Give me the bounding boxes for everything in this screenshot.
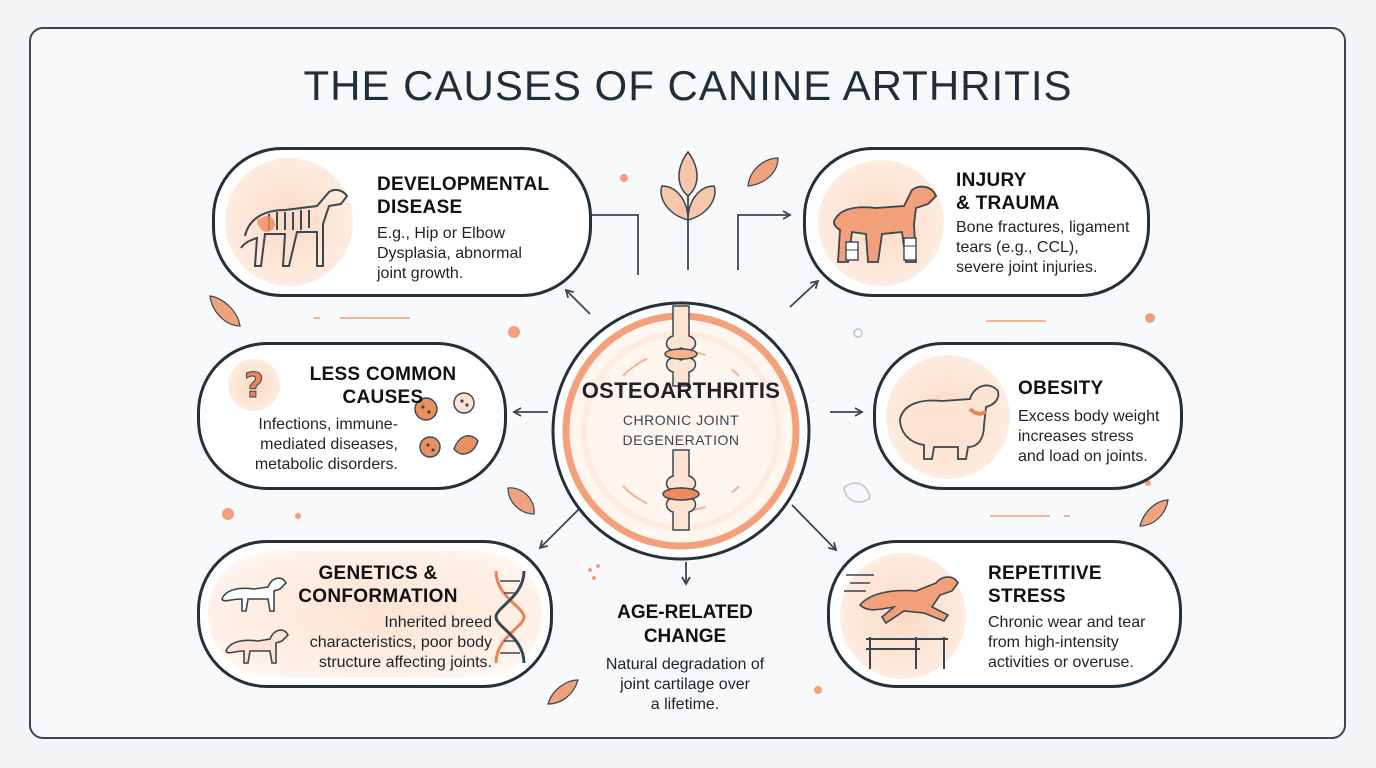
- obesity-description: Excess body weight increases stress and …: [1018, 407, 1159, 467]
- age-desc-line1: Natural degradation of: [605, 656, 765, 673]
- repetitive-title: REPETITIVE STRESS: [988, 562, 1102, 608]
- osteoarthritis-circle: [550, 300, 812, 562]
- less-common-title-line2: CAUSES: [342, 387, 424, 408]
- developmental-desc-line3: joint growth.: [377, 265, 464, 282]
- less-common-title: LESS COMMON CAUSES: [308, 363, 458, 409]
- age-title-line1: AGE-RELATED: [617, 602, 753, 623]
- injury-title-line2: & TRAUMA: [956, 193, 1060, 214]
- repetitive-stress-card: REPETITIVE STRESS Chronic wear and tear …: [827, 540, 1182, 688]
- developmental-title: DEVELOPMENTAL DISEASE: [377, 173, 549, 219]
- age-title-line2: CHANGE: [643, 626, 727, 647]
- age-desc-line2: joint cartilage over: [620, 676, 750, 693]
- center-subtitle-line2: DEGENERATION: [622, 432, 740, 448]
- joint-bone-bottom-icon: [662, 449, 700, 531]
- developmental-description: E.g., Hip or Elbow Dysplasia, abnormal j…: [377, 224, 522, 284]
- injury-desc-line1: Bone fractures, ligament: [956, 219, 1130, 236]
- bandaged-dog-icon: [818, 160, 944, 286]
- outline-leaf: [843, 482, 871, 503]
- jumping-dog-icon: [840, 553, 966, 679]
- sprout-icon: [660, 150, 716, 270]
- genetics-description: Inherited breed characteristics, poor bo…: [276, 613, 492, 673]
- dna-icon: [494, 570, 526, 664]
- injury-desc-line2: tears (e.g., CCL),: [956, 239, 1079, 256]
- obesity-card: OBESITY Excess body weight increases str…: [873, 342, 1183, 490]
- developmental-desc-line1: E.g., Hip or Elbow: [377, 225, 506, 242]
- genetics-title-line1: GENETICS &: [318, 563, 438, 584]
- less-common-description: Infections, immune- mediated diseases, m…: [238, 415, 398, 475]
- obesity-desc-line2: increases stress: [1018, 428, 1134, 445]
- age-related-description: Natural degradation of joint cartilage o…: [590, 655, 780, 715]
- connector-developmental: [590, 214, 639, 275]
- center-title: OSTEOARTHRITIS: [581, 378, 781, 403]
- age-related-title: AGE-RELATED CHANGE: [580, 601, 790, 649]
- question-icon: ?: [228, 359, 280, 411]
- dog-skeleton-icon: [225, 158, 353, 286]
- less-common-causes-card: ? LESS COMMON CAUSES Infections, immune-…: [197, 342, 507, 490]
- arrow-repetitive: [791, 504, 838, 552]
- less-common-title-line1: LESS COMMON: [309, 364, 457, 385]
- developmental-title-line2: DISEASE: [377, 197, 463, 218]
- svg-text:?: ?: [244, 366, 264, 406]
- genetics-desc-line1: Inherited breed: [384, 614, 492, 631]
- genetics-title-line2: CONFORMATION: [298, 586, 458, 607]
- less-common-desc-line3: metabolic disorders.: [254, 456, 398, 473]
- less-common-desc-line1: Infections, immune-: [258, 416, 398, 433]
- arrow-injury-2: [789, 279, 820, 308]
- developmental-disease-card: DEVELOPMENTAL DISEASE E.g., Hip or Elbow…: [212, 147, 592, 297]
- repetitive-desc-line3: activities or overuse.: [988, 654, 1134, 671]
- center-subtitle-line1: CHRONIC JOINT: [622, 412, 740, 428]
- repetitive-title-line2: STRESS: [988, 586, 1066, 607]
- injury-title: INJURY & TRAUMA: [956, 169, 1060, 215]
- repetitive-title-line1: REPETITIVE: [988, 563, 1102, 584]
- center-subtitle: CHRONIC JOINT DEGENERATION: [550, 410, 812, 450]
- genetics-conformation-card: GENETICS & CONFORMATION Inherited breed …: [197, 540, 553, 688]
- arrow-injury: [737, 210, 792, 270]
- two-dogs-icon: [221, 577, 289, 664]
- injury-desc-line3: severe joint injuries.: [956, 259, 1098, 276]
- repetitive-desc-line1: Chronic wear and tear: [988, 614, 1146, 631]
- genetics-background: [208, 551, 542, 677]
- developmental-title-line1: DEVELOPMENTAL: [377, 174, 550, 195]
- less-common-desc-line2: mediated diseases,: [260, 436, 398, 453]
- osteoarthritis-ring: [551, 301, 811, 561]
- obesity-title-line1: OBESITY: [1018, 378, 1104, 399]
- page-title: THE CAUSES OF CANINE ARTHRITIS: [303, 62, 1073, 109]
- injury-title-line1: INJURY: [956, 170, 1027, 191]
- injury-trauma-card: INJURY & TRAUMA Bone fractures, ligament…: [803, 147, 1150, 297]
- developmental-desc-line2: Dysplasia, abnormal: [377, 245, 522, 262]
- repetitive-description: Chronic wear and tear from high-intensit…: [988, 613, 1145, 673]
- microbes-icon: [414, 392, 479, 458]
- decorative-leaves: [209, 157, 1169, 705]
- genetics-title: GENETICS & CONFORMATION: [292, 562, 464, 608]
- genetics-desc-line3: structure affecting joints.: [318, 654, 492, 671]
- obesity-desc-line1: Excess body weight: [1018, 408, 1160, 425]
- arrow-genetics: [538, 502, 586, 550]
- age-desc-line3: a lifetime.: [650, 696, 720, 713]
- repetitive-desc-line2: from high-intensity: [988, 634, 1119, 651]
- obesity-desc-line3: and load on joints.: [1018, 448, 1148, 465]
- genetics-desc-line2: characteristics, poor body: [309, 634, 492, 651]
- joint-bone-top-icon: [664, 305, 698, 387]
- decorative-dashes: [314, 317, 1070, 517]
- obesity-title: OBESITY: [1018, 377, 1104, 400]
- injury-description: Bone fractures, ligament tears (e.g., CC…: [956, 218, 1129, 278]
- arrow-developmental: [564, 288, 591, 315]
- decorative-dots: [222, 174, 1155, 694]
- overweight-dog-icon: [886, 355, 1010, 479]
